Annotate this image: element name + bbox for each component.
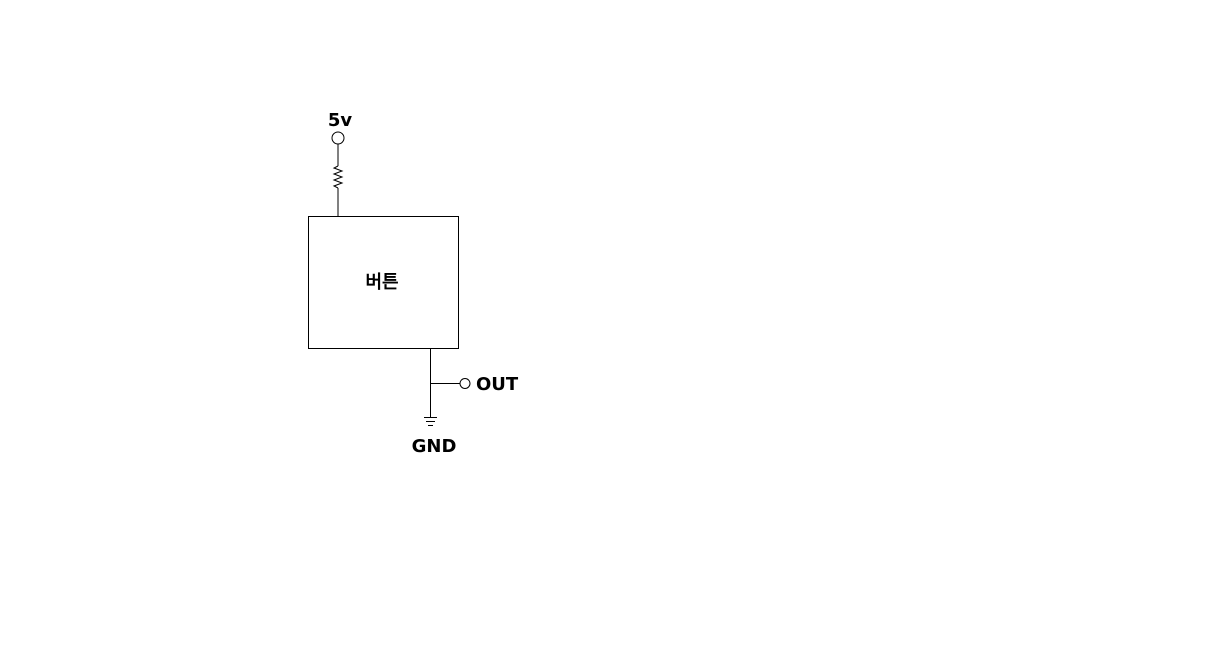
button-block-label: 버튼 [365,272,398,293]
supply-label: 5v [328,110,353,131]
button-block [308,216,459,349]
resistor-symbol [332,165,344,189]
supply-terminal [331,131,345,145]
ground-symbol [424,417,437,426]
ground-label: GND [412,436,457,457]
output-label: OUT [476,374,519,395]
output-terminal [459,378,471,389]
